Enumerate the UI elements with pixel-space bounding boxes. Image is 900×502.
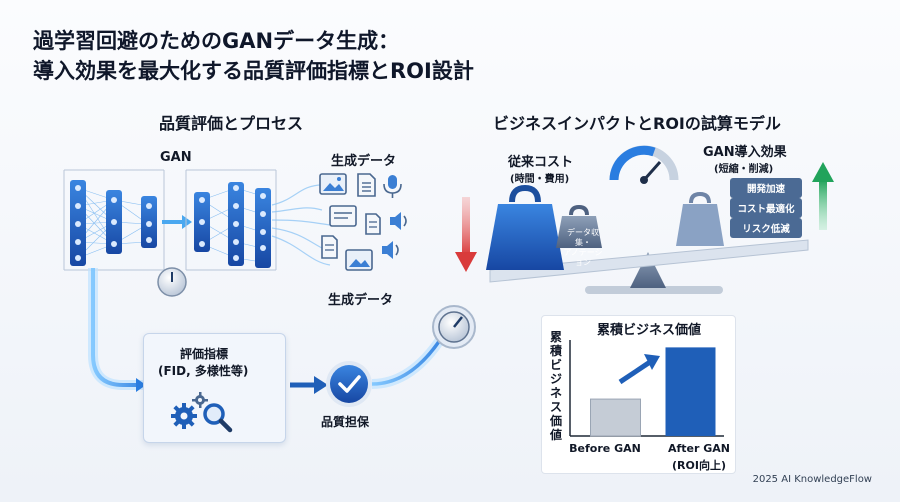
- growth-arrow-icon: [618, 354, 660, 385]
- gan-effect-weight-icon: [676, 191, 724, 246]
- quality-assurance-label: 品質担保: [321, 415, 370, 429]
- data-collection-line2: アノテーション: [563, 248, 603, 267]
- pill-risk-reduction: リスク低減: [730, 218, 802, 238]
- generated-data-icons: [319, 173, 407, 271]
- gan-gauge-icon: [157, 267, 187, 297]
- image-icon: [319, 173, 347, 195]
- data-collection-weight-icon: [556, 204, 602, 248]
- legacy-cost-subtitle: (時間・費用): [510, 174, 570, 185]
- metrics-subtitle: (FID, 多様性等): [158, 364, 249, 378]
- gan-label: GAN: [160, 150, 192, 165]
- microphone-icon: [383, 175, 402, 198]
- document-icon: [357, 173, 376, 197]
- data-collection-weight-label: データ収集・ アノテーション: [563, 228, 603, 268]
- data-fan-lines: [271, 184, 331, 266]
- footer-credit: 2025 AI KnowledgeFlow: [752, 474, 872, 485]
- quality-check-icon: [326, 361, 372, 407]
- document-icon-3: [321, 235, 338, 259]
- gear-icon: [171, 403, 197, 429]
- gan-generator-network: [63, 169, 165, 271]
- roi-seesaw: [489, 239, 809, 294]
- bar-before-gan: [590, 398, 641, 437]
- left-section-title: 品質評価とプロセス: [159, 114, 304, 133]
- legacy-cost-weight-icon: [486, 184, 564, 270]
- metrics-title: 評価指標: [180, 347, 229, 361]
- flow-path-down: [88, 268, 143, 390]
- roi-bar-chart: [569, 340, 724, 437]
- category-label-after: After GAN: [667, 442, 731, 455]
- title-line-1: 過学習回避のためのGANデータ生成：: [33, 29, 400, 53]
- speaker-icon: [390, 212, 407, 230]
- data-collection-line1: データ収集・: [567, 228, 599, 247]
- chart-y-axis-label: 累積ビジネス価値: [549, 330, 562, 442]
- chat-text-icon: [329, 205, 357, 227]
- legacy-cost-title: 従来コスト: [508, 155, 574, 170]
- cost-down-arrow-icon: [455, 197, 477, 272]
- right-section-title: ビジネスインパクトとROIの試算モデル: [493, 114, 781, 133]
- category-sublabel-after: (ROI向上): [672, 459, 726, 472]
- title-line-2: 導入効果を最大化する品質評価指標とROI設計: [33, 59, 474, 83]
- gan-effect-title: GAN導入効果: [703, 145, 787, 160]
- pill-cost-optimization: コスト最適化: [730, 198, 802, 218]
- image-icon-2: [345, 249, 373, 271]
- document-icon-2: [365, 213, 381, 235]
- bar-after-gan: [665, 347, 716, 436]
- page-title: 過学習回避のためのGANデータ生成： 導入効果を最大化する品質評価指標とROI設…: [33, 26, 474, 86]
- chart-title: 累積ビジネス価値: [597, 323, 702, 338]
- category-label-before: Before GAN: [569, 442, 641, 455]
- speaker-icon-2: [382, 241, 399, 259]
- magnifier-icon: [203, 403, 233, 433]
- generated-data-bottom-label: 生成データ: [328, 293, 394, 308]
- pill-acceleration: 開発加速: [730, 178, 802, 198]
- speed-gauge-icon: [609, 145, 679, 184]
- quality-dial-icon: [432, 305, 476, 349]
- generated-data-top-label: 生成データ: [331, 154, 397, 169]
- gan-discriminator-network: [185, 169, 277, 271]
- metrics-icons: [171, 392, 233, 433]
- effect-up-arrow-icon: [812, 162, 834, 230]
- flow-path-up: [371, 337, 445, 389]
- small-gear-icon: [192, 392, 208, 408]
- gan-effect-subtitle: (短縮・削減): [714, 164, 774, 175]
